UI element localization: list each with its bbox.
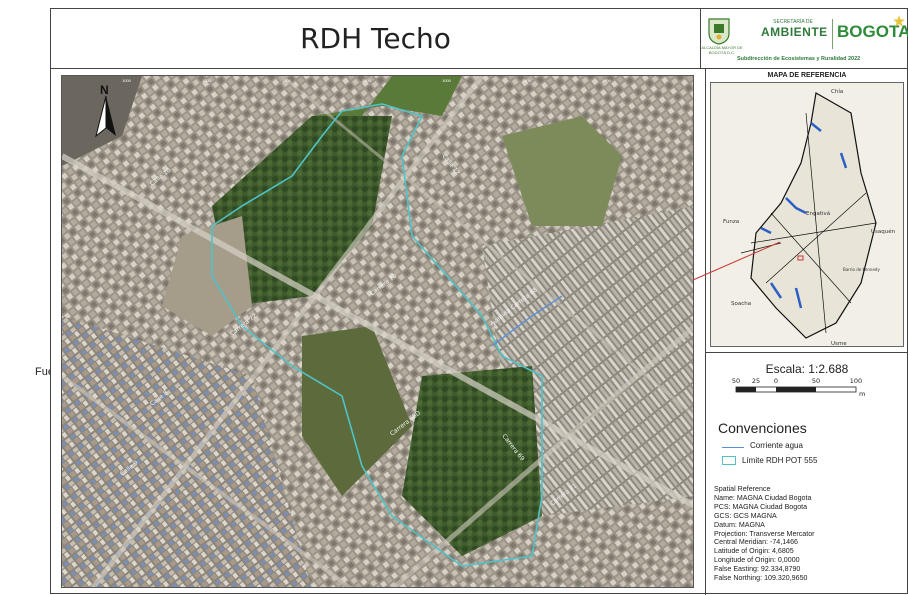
aerial-map[interactable]: Calle 10 Carrera 72 Carrera 70 Calle 8 C… <box>61 75 694 588</box>
scale-bar: 50 25 0 50 100 m <box>732 377 865 398</box>
ref-place-usaquen: Usaquén <box>871 228 896 235</box>
sref-line: False Northing: 109.320,9650 <box>714 574 808 583</box>
map-sheet: RDH Techo ALCALDÍA MAYOR DE BOGOTÁ D.C. … <box>50 8 908 595</box>
sref-line: Longitude of Origin: 0,0000 <box>714 556 800 565</box>
reference-map-title: MAPA DE REFERENCIA <box>767 72 847 79</box>
side-panel: MAPA DE REFERENCIA <box>705 69 908 595</box>
logo-panel: ALCALDÍA MAYOR DE BOGOTÁ D.C. SECRETARÍA… <box>701 9 908 69</box>
svg-text:1000: 1000 <box>282 78 292 83</box>
legend-item-stream: Corriente agua <box>722 441 803 450</box>
ref-place-soacha: Soacha <box>731 301 751 307</box>
reference-map-panel: MAPA DE REFERENCIA <box>706 69 908 353</box>
legend-label: Corriente agua <box>750 441 803 450</box>
scale-tick: 100 <box>850 377 862 385</box>
map-title: RDH Techo <box>300 22 451 55</box>
scale-title: Escala: 1:2.688 <box>765 362 849 376</box>
ref-place-funza: Funza <box>723 219 739 225</box>
scale-tick: 50 <box>732 377 740 385</box>
sref-line: GCS: GCS MAGNA <box>714 511 777 520</box>
svg-text:1000: 1000 <box>122 78 132 83</box>
scale-tick: 0 <box>774 377 778 385</box>
legend-item-boundary: Límite RDH POT 555 <box>722 456 817 465</box>
svg-text:N: N <box>100 83 109 97</box>
ambiente-label: AMBIENTE <box>761 25 828 39</box>
ref-place-chia: Chía <box>831 88 843 95</box>
rdh-boundary <box>211 103 543 567</box>
legend-title: Convenciones <box>718 420 807 436</box>
scale-tick: 25 <box>752 377 760 385</box>
spatial-reference: Spatial Reference Name: MAGNA Ciudad Bog… <box>714 485 815 583</box>
svg-text:1000: 1000 <box>362 78 372 83</box>
title-panel: RDH Techo <box>51 9 701 69</box>
sref-line: Spatial Reference <box>714 485 771 493</box>
scale-panel: Escala: 1:2.688 50 25 0 50 100 m <box>706 353 908 413</box>
sref-line: Central Meridian: -74,1466 <box>714 538 798 547</box>
secretaria-label: SECRETARÍA DE <box>773 19 813 25</box>
seal-caption: ALCALDÍA MAYOR DE BOGOTÁ D.C. <box>701 45 743 55</box>
bogota-seal-icon <box>708 18 730 45</box>
aerial-map-canvas: Calle 10 Carrera 72 Carrera 70 Calle 8 C… <box>62 76 693 587</box>
ref-place-engativa: Engativá <box>806 210 830 217</box>
star-icon <box>893 15 905 27</box>
scale-unit: m <box>859 390 865 398</box>
subdireccion-label: Subdirección de Ecosistemas y Ruralidad … <box>737 56 861 62</box>
bogota-logo: BOGOTA <box>837 22 908 41</box>
sref-line: False Easting: 92.334,8790 <box>714 565 801 574</box>
logo-divider <box>832 19 833 49</box>
sref-line: Latitude of Origin: 4,6805 <box>714 547 794 556</box>
svg-text:1000: 1000 <box>602 78 612 83</box>
sref-line: Datum: MAGNA <box>714 520 765 529</box>
sref-line: Projection: Transverse Mercator <box>714 529 815 538</box>
svg-text:1000: 1000 <box>202 78 212 83</box>
reference-map-canvas: Chía Funza Engativá Usaquén Soacha Usme … <box>711 83 903 347</box>
legend-label: Límite RDH POT 555 <box>742 456 818 465</box>
sref-line: Name: MAGNA Ciudad Bogota <box>714 493 812 502</box>
svg-text:1000: 1000 <box>522 78 532 83</box>
ref-place-usme: Usme <box>831 341 847 347</box>
secretaria-logo: SECRETARÍA DE AMBIENTE <box>761 19 828 39</box>
ref-place-kennedy: Barrio de Kennedy <box>843 267 880 272</box>
sref-line: PCS: MAGNA Ciudad Bogota <box>714 502 808 511</box>
svg-text:1000: 1000 <box>442 78 452 83</box>
scale-tick: 50 <box>812 377 820 385</box>
reference-map[interactable]: Chía Funza Engativá Usaquén Soacha Usme … <box>710 82 904 347</box>
stream-line-icon <box>722 443 744 448</box>
boundary-box-icon <box>722 456 736 465</box>
north-arrow-icon: N <box>95 83 116 138</box>
